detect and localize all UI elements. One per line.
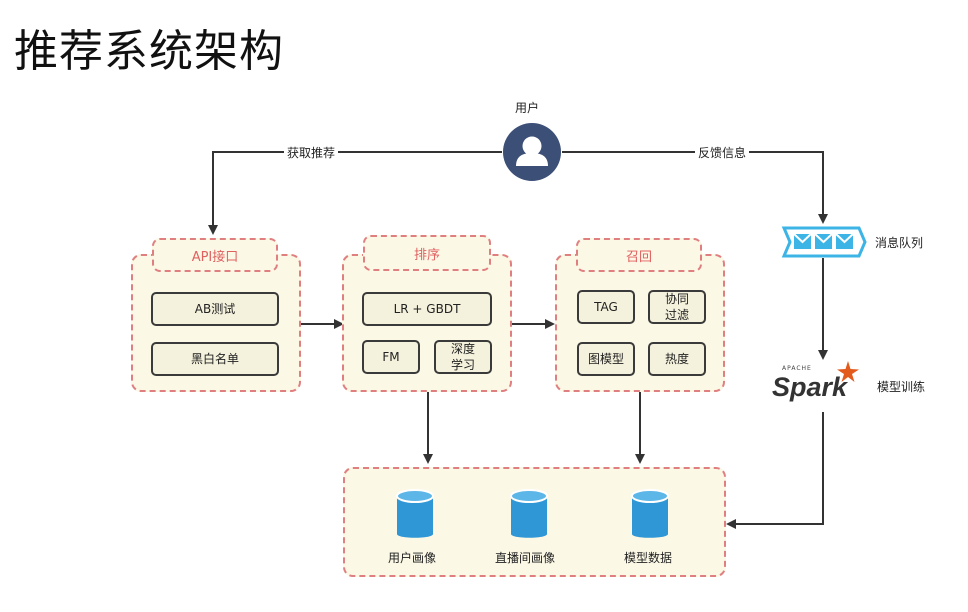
- room-profile-db-icon: [510, 489, 548, 538]
- edge-label-get-recommend: 获取推荐: [284, 144, 339, 161]
- edge-spark-storage: [726, 412, 824, 529]
- recall-item-popularity: 热度: [648, 342, 706, 376]
- rank-item-deep-learning: 深度 学习: [434, 340, 492, 374]
- spark-star-icon: [837, 361, 859, 382]
- storage-item-user-profile: 用户画像: [388, 551, 437, 565]
- recall-title: 召回: [576, 238, 702, 272]
- edge-label-feedback: 反馈信息: [695, 144, 750, 161]
- page-title: 推荐系统架构: [14, 26, 284, 77]
- message-queue-icon: [781, 226, 867, 258]
- storage-item-room-profile: 直播间画像: [495, 551, 556, 565]
- user-profile-db-icon: [396, 489, 434, 538]
- edge-feedback: [562, 151, 828, 224]
- recall-item-graph-model: 图模型: [577, 342, 635, 376]
- api-title: API接口: [152, 238, 278, 272]
- message-queue-label: 消息队列: [875, 236, 924, 250]
- spark-label: 模型训练: [877, 380, 926, 394]
- user-label: 用户: [515, 101, 540, 115]
- user-avatar-icon: [503, 123, 561, 181]
- storage-item-model-data: 模型数据: [624, 551, 673, 565]
- recall-item-collaborative-filtering: 协同 过滤: [648, 290, 706, 324]
- model-data-db-icon: [631, 489, 669, 538]
- rank-item-fm: FM: [362, 340, 420, 374]
- api-item-blacklist: 黑白名单: [151, 342, 279, 376]
- edge-get-recommend: [208, 151, 502, 235]
- recall-item-tag: TAG: [577, 290, 635, 324]
- rank-item-lr-gbdt: LR + GBDT: [362, 292, 492, 326]
- spark-logo: APACHE Spark: [770, 360, 866, 408]
- rank-title: 排序: [363, 235, 491, 271]
- api-item-ab-test: AB测试: [151, 292, 279, 326]
